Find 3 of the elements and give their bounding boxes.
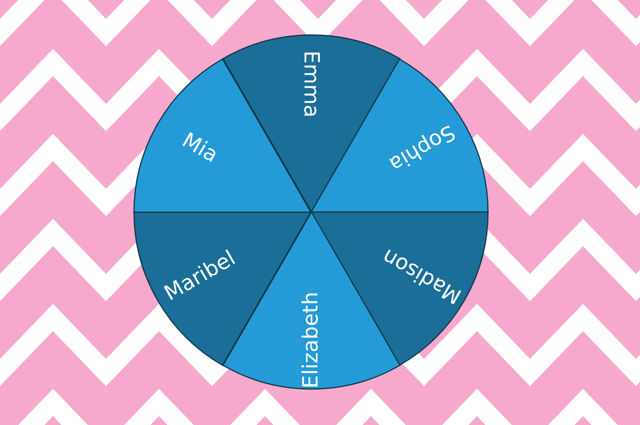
name-label: Mia	[178, 130, 222, 166]
name-label: Elizabeth	[300, 292, 322, 388]
name-label: Emma	[300, 50, 322, 118]
